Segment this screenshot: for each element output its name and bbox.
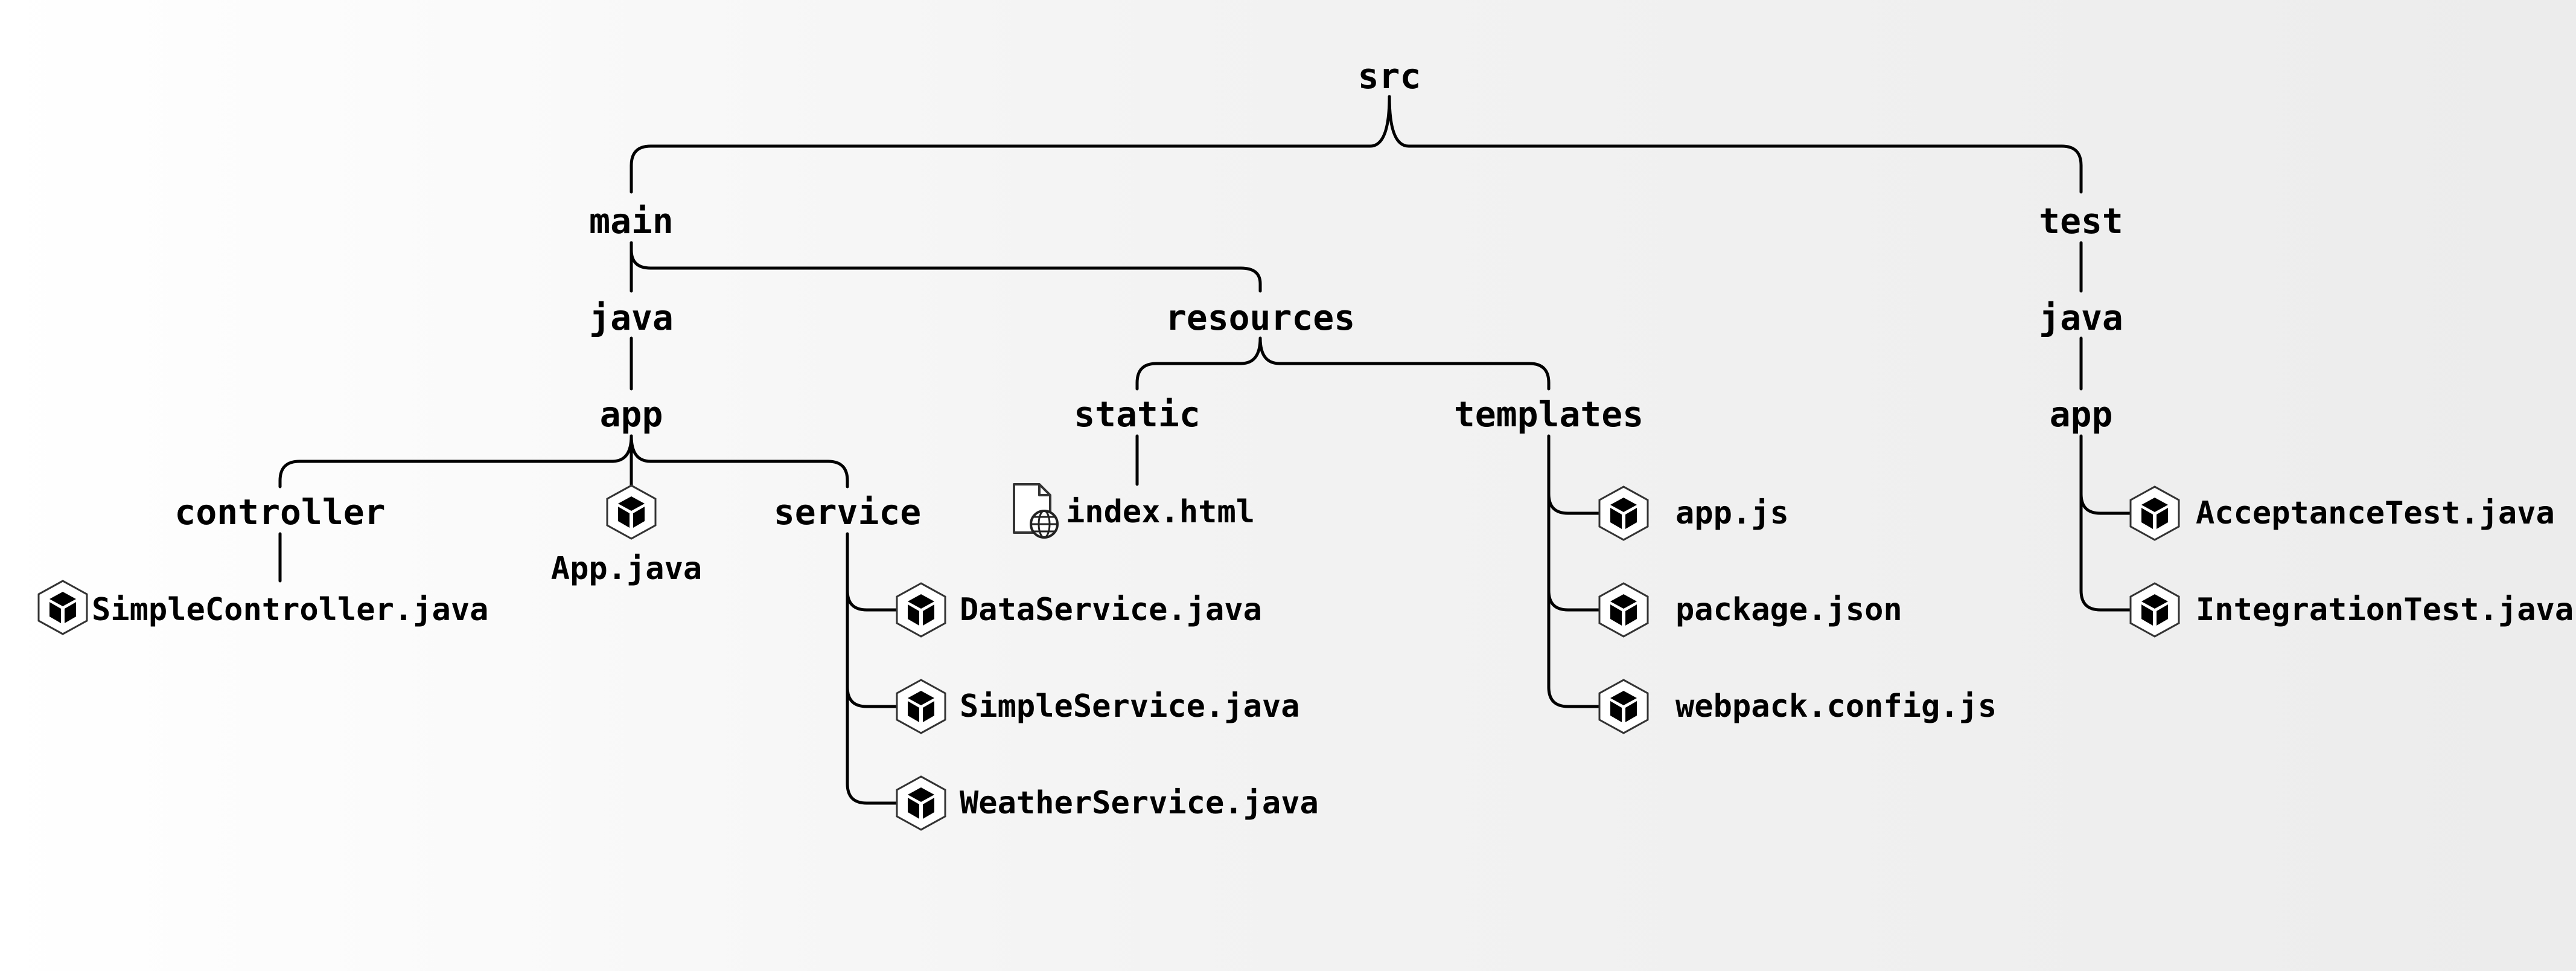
edge-app-service — [630, 434, 849, 489]
java-package-icon — [896, 679, 946, 734]
edge-templates-files — [1547, 434, 1601, 708]
folder-templates[interactable]: templates — [1453, 394, 1644, 435]
edge-service-files — [846, 532, 900, 805]
edge-testapp-acceptance — [2079, 492, 2132, 515]
file-integration-test[interactable]: IntegrationTest.java — [2196, 592, 2574, 628]
folder-service[interactable]: service — [773, 492, 922, 533]
edge-service-dataservice — [846, 589, 900, 612]
edge-service-simpleservice — [846, 685, 900, 708]
json-package-icon — [1598, 582, 1649, 638]
java-package-icon — [2129, 485, 2180, 541]
folder-main-java[interactable]: java — [589, 297, 674, 338]
folder-static[interactable]: static — [1074, 394, 1200, 435]
folder-test[interactable]: test — [2039, 200, 2123, 242]
file-data-service[interactable]: DataService.java — [960, 592, 1262, 628]
file-package-json[interactable]: package.json — [1675, 592, 1902, 628]
java-package-icon — [896, 582, 946, 638]
file-simple-controller[interactable]: SimpleController.java — [92, 592, 489, 628]
edge-templates-packagejson — [1547, 589, 1601, 612]
java-package-icon — [606, 484, 657, 540]
folder-src[interactable]: src — [1357, 56, 1421, 97]
folder-test-app[interactable]: app — [2049, 394, 2113, 435]
file-index-html[interactable]: index.html — [1066, 494, 1255, 530]
file-app-java[interactable]: App.java — [550, 551, 703, 587]
java-package-icon — [896, 775, 946, 831]
folder-main[interactable]: main — [589, 200, 674, 242]
file-simple-service[interactable]: SimpleService.java — [960, 688, 1300, 725]
edge-src-test — [1388, 95, 2083, 194]
js-package-icon — [1598, 485, 1649, 541]
web-document-icon — [1013, 483, 1059, 539]
folder-test-java[interactable]: java — [2039, 297, 2123, 338]
java-package-icon — [37, 580, 88, 635]
edge-app-controller — [278, 434, 633, 489]
file-webpack-config[interactable]: webpack.config.js — [1675, 688, 1997, 725]
file-acceptance-test[interactable]: AcceptanceTest.java — [2196, 495, 2555, 531]
folder-resources[interactable]: resources — [1165, 297, 1356, 338]
edge-templates-appjs — [1547, 492, 1601, 515]
file-app-js[interactable]: app.js — [1675, 495, 1789, 531]
folder-main-app[interactable]: app — [599, 394, 663, 435]
edge-src-main — [630, 95, 1391, 194]
folder-controller[interactable]: controller — [174, 492, 386, 533]
edge-resources-templates — [1258, 336, 1551, 391]
edge-resources-static — [1135, 336, 1262, 391]
edge-testapp-files — [2079, 434, 2132, 612]
js-package-icon — [1598, 679, 1649, 734]
file-weather-service[interactable]: WeatherService.java — [960, 785, 1319, 821]
java-package-icon — [2129, 582, 2180, 638]
edge-main-resources — [630, 241, 1262, 293]
